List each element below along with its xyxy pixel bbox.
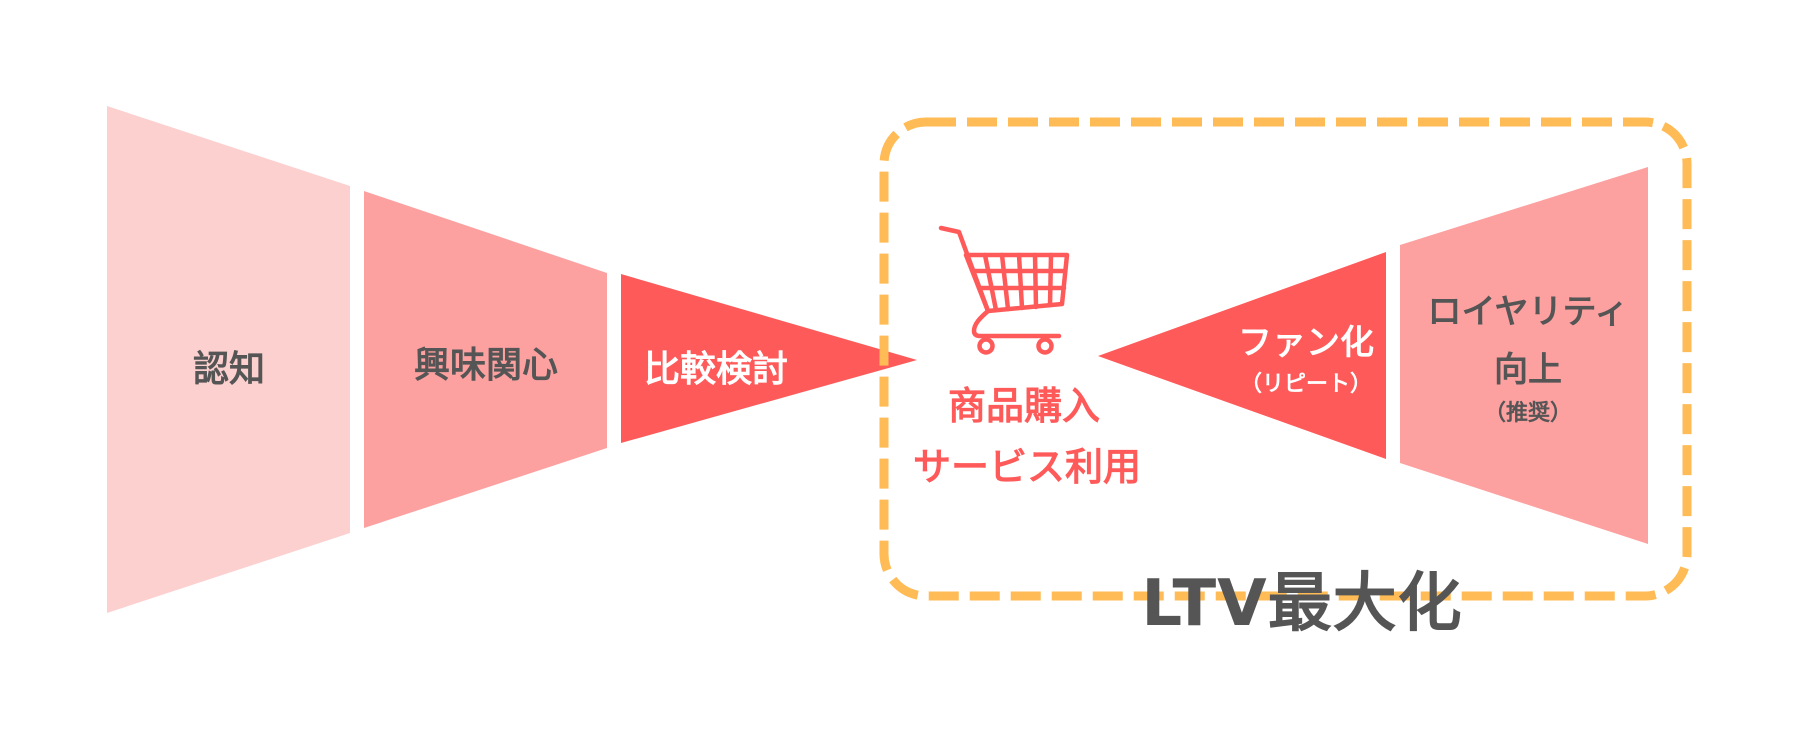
stage-awareness-label: 認知 xyxy=(192,349,266,390)
stage-interest-label: 興味関心 xyxy=(413,345,559,386)
service-use-label: サービス利用 xyxy=(912,445,1142,489)
stage-comparison-label: 比較検討 xyxy=(643,349,789,390)
stage-fan-label: ファン化 （リピート） xyxy=(1238,326,1374,396)
ltv-maximization-label: LTV最大化 xyxy=(1141,567,1463,641)
stage-awareness-shape xyxy=(107,106,350,613)
shopping-cart-icon xyxy=(938,225,1070,355)
ltv-box-border xyxy=(879,117,1692,601)
stage-loyalty-shape xyxy=(1400,167,1648,544)
stage-interest-shape xyxy=(364,191,607,528)
stage-comparison-shape xyxy=(621,274,917,443)
stage-loyalty-title: ロイヤリティ xyxy=(1427,292,1629,332)
stage-fan-subtitle: （リピート） xyxy=(1239,372,1372,397)
stage-loyalty-title-2: 向上 xyxy=(1493,350,1562,390)
stage-loyalty-label: ロイヤリティ 向上 （推奨） xyxy=(1428,295,1629,425)
stage-loyalty-subtitle: （推奨） xyxy=(1483,401,1573,426)
stage-fan-title: ファン化 xyxy=(1238,323,1374,363)
stage-fan-shape xyxy=(1098,252,1386,459)
purchase-label: 商品購入 xyxy=(947,384,1101,428)
